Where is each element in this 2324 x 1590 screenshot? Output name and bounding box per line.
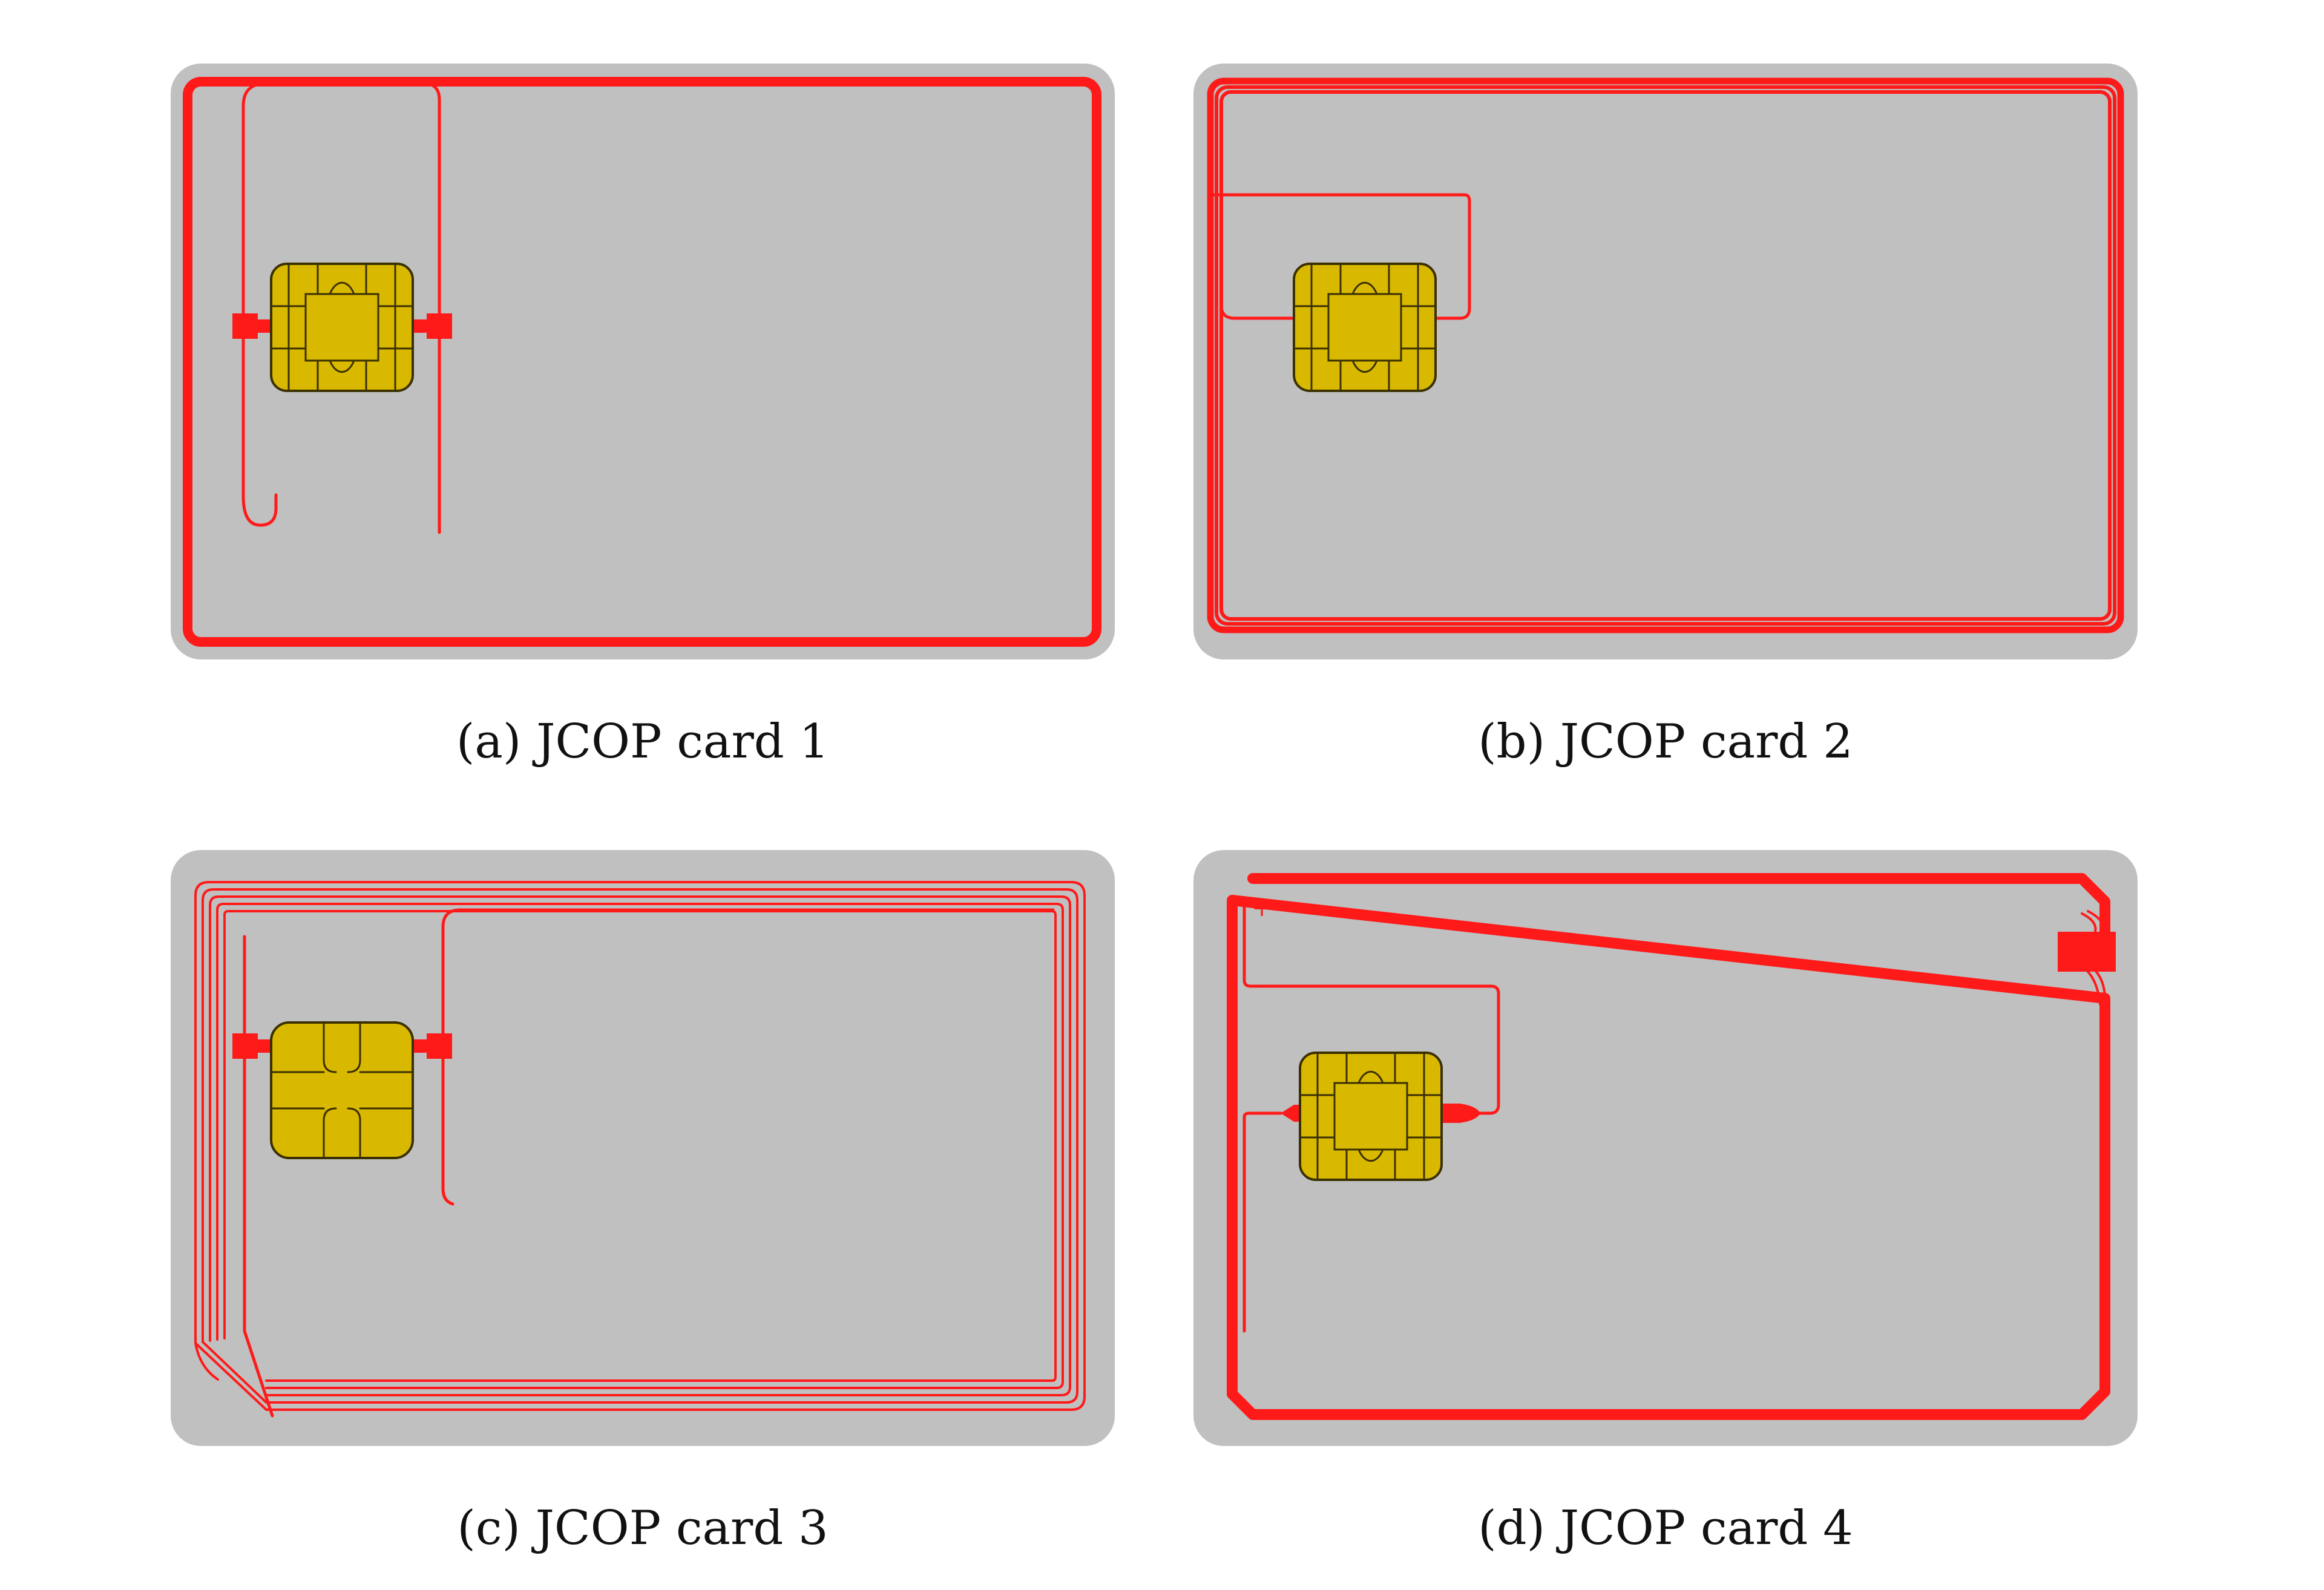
antenna-coil-turn (209, 895, 1071, 1396)
polarity-mark: + (1252, 894, 1272, 922)
antenna-bridge (441, 908, 1055, 1206)
connection-pad-right-stub (413, 1039, 427, 1053)
panel-b: (b) JCOP card 2 (1193, 64, 2138, 769)
antenna-coil (183, 77, 1101, 647)
card-body (171, 850, 1115, 1446)
antenna-coil (1207, 77, 2124, 633)
chip-module (1299, 1052, 1443, 1181)
panel-caption: (b) JCOP card 2 (1478, 715, 1853, 769)
antenna-coil-turn (1215, 85, 2116, 626)
connection-pad-left-stub (258, 319, 271, 333)
antenna-feed (1242, 900, 1500, 1115)
connection-pad-right-stub (413, 319, 427, 333)
panel-caption: (c) JCOP card 3 (457, 1501, 828, 1556)
antenna-coil (194, 881, 1086, 1411)
antenna-bridge (243, 935, 274, 1418)
antenna-coil (1227, 873, 2110, 1420)
connection-pad-left-stub (258, 1039, 271, 1053)
connection-pad-right (427, 1033, 452, 1059)
card-body (171, 64, 1115, 659)
antenna-bridge (1219, 193, 1328, 320)
bridge-wires (2081, 910, 2107, 1006)
antenna-coil-turn (216, 903, 1064, 1389)
connection-pad-left (232, 313, 258, 339)
antenna-coil-diagonal (194, 1341, 268, 1411)
panel-d: + (d) JCOP card 4 (1193, 850, 2138, 1556)
bridge-pad (2058, 932, 2116, 972)
panel-a: (a) JCOP card 1 (171, 64, 1115, 769)
panel-caption: (a) JCOP card 1 (456, 715, 829, 769)
connection-pad-left (232, 1033, 258, 1059)
chip-module (1293, 263, 1437, 392)
antenna-hook (241, 493, 278, 527)
panel-c: (c) JCOP card 3 (171, 850, 1115, 1556)
antenna-bridge (1209, 193, 1471, 320)
card-body (1193, 850, 2138, 1446)
antenna-feed (1242, 1111, 1282, 1333)
antenna-coil-turn (223, 910, 1057, 1382)
antenna-coil-turn (1219, 90, 2112, 621)
panel-caption: (d) JCOP card 4 (1478, 1501, 1853, 1556)
antenna-bridge (241, 82, 441, 534)
connection-pad-right (427, 313, 452, 339)
chip-module (270, 1021, 414, 1159)
antenna-coil-turn (202, 888, 1078, 1404)
card-body (1193, 64, 2138, 659)
connection-pad-left (1281, 1105, 1300, 1122)
connection-pad-right (1443, 1104, 1480, 1123)
chip-module (270, 263, 414, 392)
